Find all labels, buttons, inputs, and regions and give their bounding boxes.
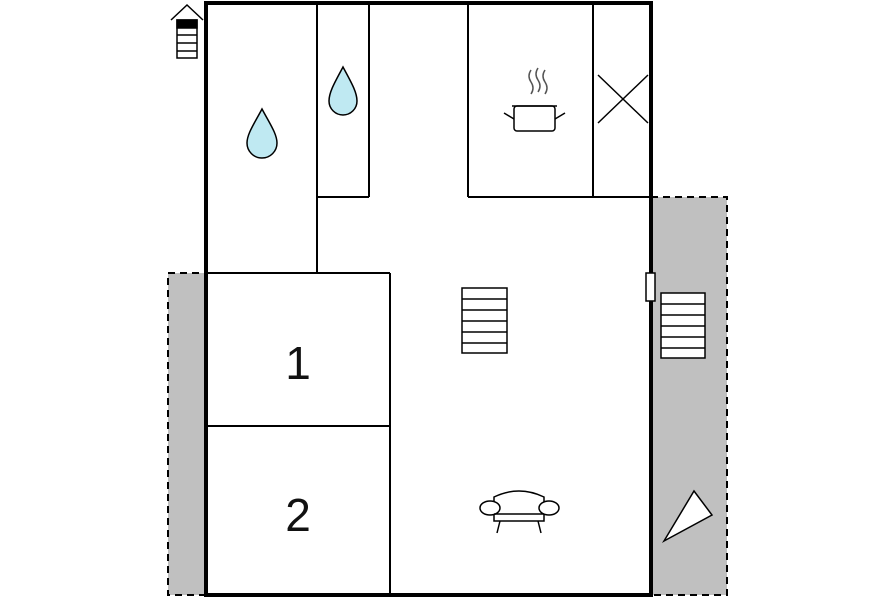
room-number-2: 2 (285, 489, 311, 541)
cooking-pot-icon (503, 67, 566, 132)
door (645, 272, 656, 302)
room-number-1: 1 (285, 337, 311, 389)
interior-walls (206, 3, 651, 595)
cross-icon (597, 74, 649, 124)
staircase-icon (660, 292, 706, 359)
terrace-left (167, 272, 207, 596)
sofa-icon (479, 490, 560, 534)
triangle-icon (661, 489, 714, 543)
water-drop-icon (328, 65, 358, 116)
outer-wall (204, 1, 653, 597)
staircase-icon (461, 287, 508, 354)
terrace-right (650, 196, 728, 596)
north-arrow-icon (170, 3, 204, 59)
water-drop-icon (246, 107, 278, 159)
